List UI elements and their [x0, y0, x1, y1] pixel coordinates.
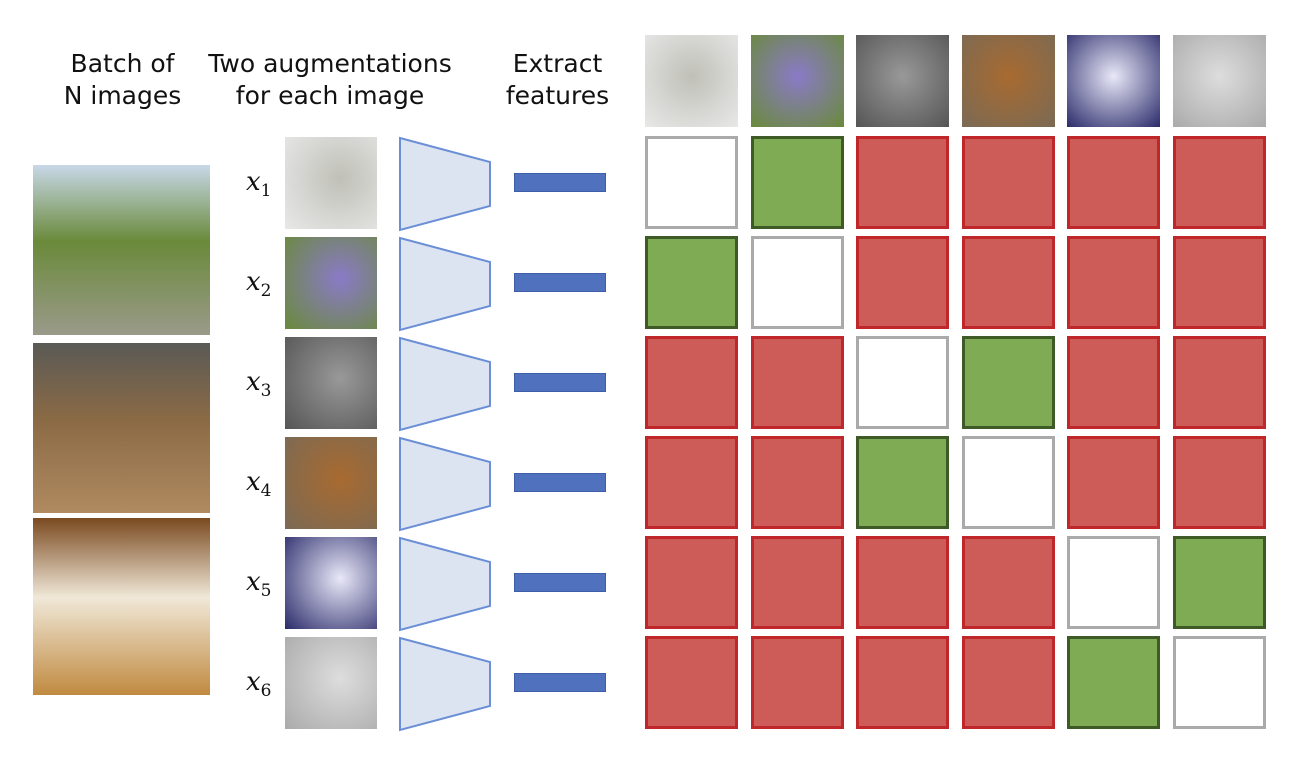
batch-image-monkey: [33, 343, 210, 513]
similarity-cell-neg: [1067, 236, 1160, 329]
encoder-icon: [398, 436, 494, 532]
similarity-cell-self: [750, 236, 844, 329]
similarity-cell-neg: [750, 536, 844, 629]
similarity-cell-neg: [750, 336, 844, 429]
augmentation-label: x4: [246, 467, 272, 502]
similarity-cell-neg: [856, 236, 949, 329]
augmentation-label: x2: [246, 267, 272, 302]
similarity-cell-neg: [856, 136, 949, 229]
header-extract: Extract features: [505, 49, 610, 110]
matrix-column-image-5: [1067, 35, 1160, 127]
augmented-image-3: [285, 337, 377, 429]
feature-vector: [514, 473, 606, 492]
similarity-cell-pos: [856, 436, 949, 529]
similarity-cell-pos: [645, 236, 738, 329]
similarity-cell-neg: [856, 536, 949, 629]
similarity-cell-neg: [645, 336, 738, 429]
augmented-image-2: [285, 237, 377, 329]
feature-vector: [514, 573, 606, 592]
matrix-column-image-1: [645, 35, 738, 127]
similarity-cell-pos: [1067, 636, 1160, 729]
encoder-icon: [398, 636, 494, 732]
similarity-cell-self: [1067, 536, 1160, 629]
encoder-icon: [398, 336, 494, 432]
header-batch: Batch of N images: [63, 49, 182, 110]
matrix-column-image-2: [750, 35, 844, 127]
similarity-cell-neg: [645, 436, 738, 529]
feature-vector: [514, 173, 606, 192]
augmentation-label: x6: [246, 667, 272, 702]
similarity-cell-neg: [961, 636, 1055, 729]
similarity-cell-neg: [1067, 136, 1160, 229]
matrix-column-image-6: [1172, 35, 1266, 127]
similarity-cell-self: [961, 436, 1055, 529]
similarity-cell-self: [645, 136, 738, 229]
encoder-icon: [398, 236, 494, 332]
encoder-icon: [398, 136, 494, 232]
batch-image-cat: [33, 165, 210, 335]
augmented-image-1: [285, 137, 377, 229]
similarity-cell-neg: [961, 536, 1055, 629]
matrix-column-image-4: [961, 35, 1055, 127]
similarity-cell-neg: [645, 536, 738, 629]
augmentation-label: x5: [246, 567, 272, 602]
batch-image-dog: [33, 518, 210, 695]
similarity-cell-neg: [1172, 336, 1266, 429]
feature-vector: [514, 373, 606, 392]
similarity-cell-pos: [961, 336, 1055, 429]
matrix-column-image-3: [856, 35, 949, 127]
similarity-cell-neg: [1067, 436, 1160, 529]
similarity-cell-neg: [750, 436, 844, 529]
augmentation-label: x1: [246, 167, 272, 202]
similarity-cell-neg: [1172, 436, 1266, 529]
augmented-image-6: [285, 637, 377, 729]
similarity-cell-neg: [645, 636, 738, 729]
similarity-cell-self: [1172, 636, 1266, 729]
encoder-icon: [398, 536, 494, 632]
similarity-cell-neg: [1172, 236, 1266, 329]
feature-vector: [514, 673, 606, 692]
similarity-cell-pos: [1172, 536, 1266, 629]
similarity-cell-self: [856, 336, 949, 429]
similarity-cell-neg: [1067, 336, 1160, 429]
augmentation-label: x3: [246, 367, 272, 402]
similarity-cell-neg: [1172, 136, 1266, 229]
similarity-cell-neg: [750, 636, 844, 729]
similarity-cell-neg: [961, 136, 1055, 229]
similarity-cell-neg: [961, 236, 1055, 329]
similarity-cell-pos: [750, 136, 844, 229]
similarity-cell-neg: [856, 636, 949, 729]
header-augmentations: Two augmentations for each image: [208, 49, 452, 110]
feature-vector: [514, 273, 606, 292]
augmented-image-4: [285, 437, 377, 529]
augmented-image-5: [285, 537, 377, 629]
